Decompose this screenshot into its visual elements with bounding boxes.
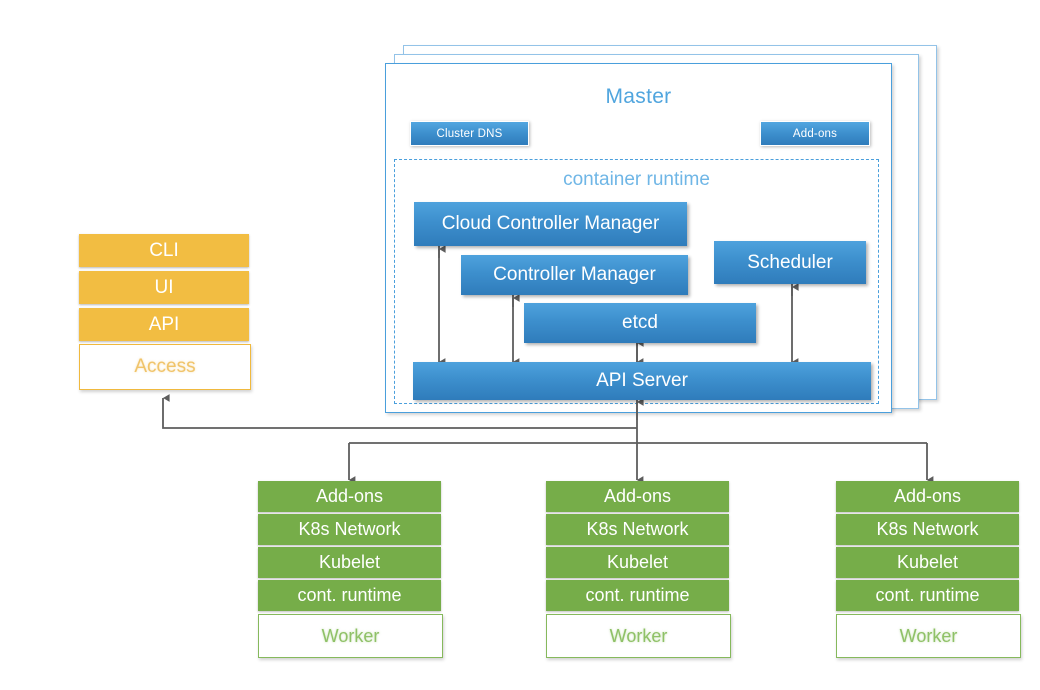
- worker1-bar-k8s-network[interactable]: K8s Network: [258, 514, 441, 545]
- worker1-footer: Worker: [258, 614, 443, 658]
- worker3-bar-kubelet[interactable]: Kubelet: [836, 547, 1019, 578]
- box-scheduler[interactable]: Scheduler: [714, 241, 866, 284]
- access-bar-api[interactable]: API: [79, 308, 249, 341]
- worker-node-2: Add-ons K8s Network Kubelet cont. runtim…: [546, 481, 731, 658]
- worker2-footer: Worker: [546, 614, 731, 658]
- worker1-bar-kubelet[interactable]: Kubelet: [258, 547, 441, 578]
- box-api-server[interactable]: API Server: [413, 362, 871, 400]
- container-runtime-title: container runtime: [563, 169, 710, 190]
- worker1-bar-addons[interactable]: Add-ons: [258, 481, 441, 512]
- access-footer: Access: [79, 344, 251, 390]
- access-stack: CLI UI API Access: [79, 234, 251, 398]
- worker3-bar-k8s-network[interactable]: K8s Network: [836, 514, 1019, 545]
- chip-master-addons[interactable]: Add-ons: [760, 121, 870, 146]
- worker3-bar-cont-runtime[interactable]: cont. runtime: [836, 580, 1019, 611]
- worker-node-1: Add-ons K8s Network Kubelet cont. runtim…: [258, 481, 443, 658]
- box-controller-manager[interactable]: Controller Manager: [461, 255, 688, 295]
- worker-node-3: Add-ons K8s Network Kubelet cont. runtim…: [836, 481, 1021, 658]
- chip-cluster-dns[interactable]: Cluster DNS: [410, 121, 529, 146]
- worker1-bar-cont-runtime[interactable]: cont. runtime: [258, 580, 441, 611]
- worker2-bar-addons[interactable]: Add-ons: [546, 481, 729, 512]
- worker3-footer: Worker: [836, 614, 1021, 658]
- worker2-bar-k8s-network[interactable]: K8s Network: [546, 514, 729, 545]
- worker2-bar-kubelet[interactable]: Kubelet: [546, 547, 729, 578]
- access-bar-ui[interactable]: UI: [79, 271, 249, 304]
- worker3-bar-addons[interactable]: Add-ons: [836, 481, 1019, 512]
- box-cloud-controller-manager[interactable]: Cloud Controller Manager: [414, 202, 687, 246]
- box-etcd[interactable]: etcd: [524, 303, 756, 343]
- master-title: Master: [605, 85, 672, 108]
- access-bar-cli[interactable]: CLI: [79, 234, 249, 267]
- worker2-bar-cont-runtime[interactable]: cont. runtime: [546, 580, 729, 611]
